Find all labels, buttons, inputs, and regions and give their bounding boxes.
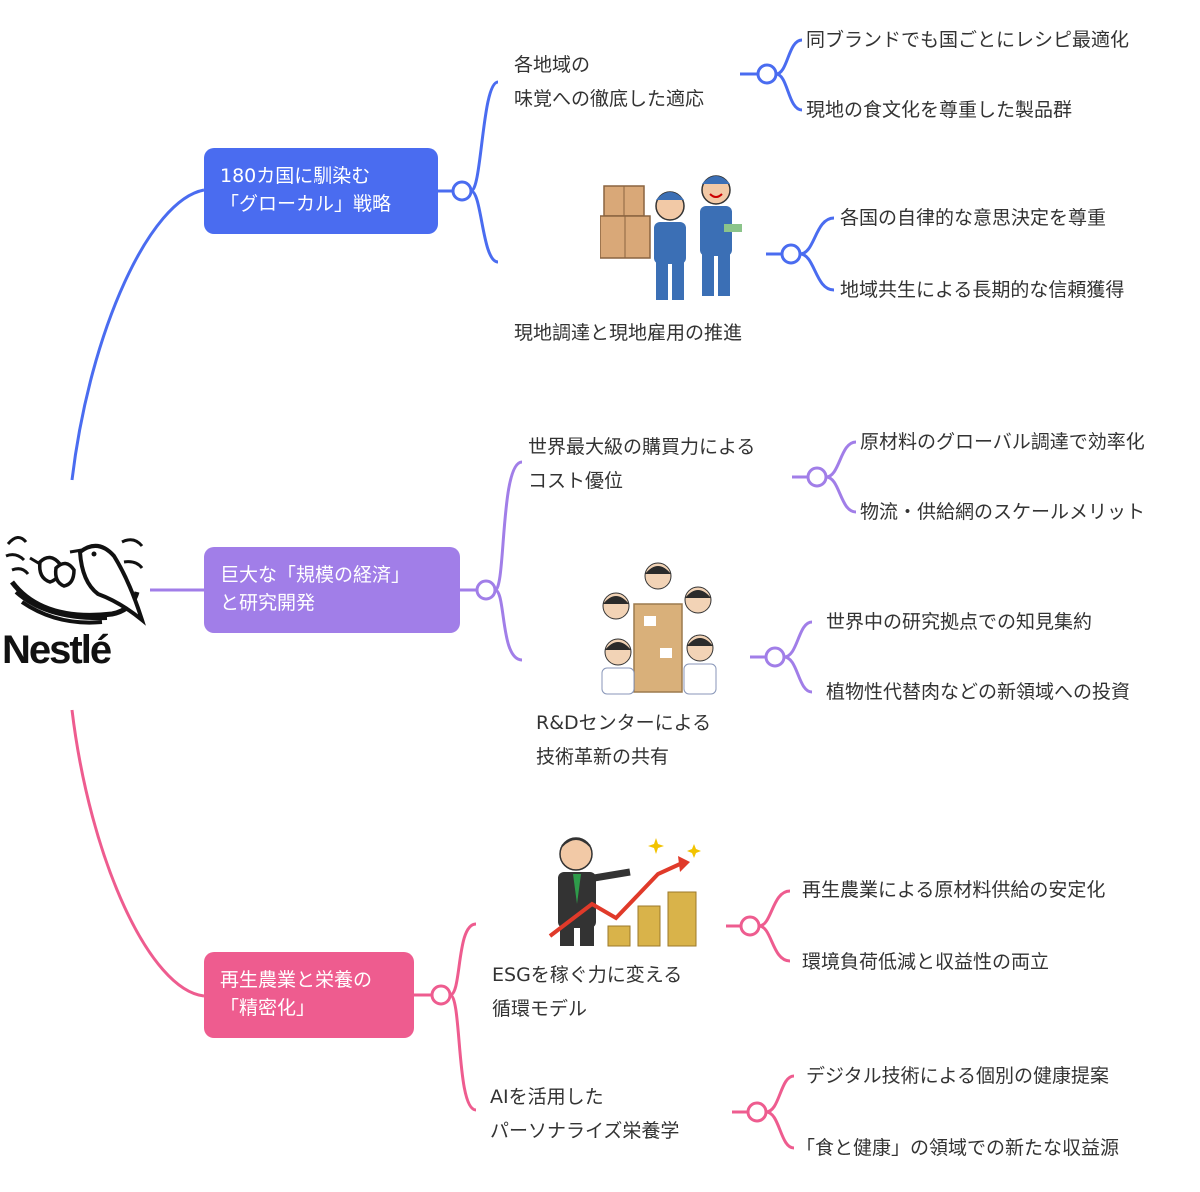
leaf-autonomous-decisions[interactable]: 各国の自律的な意思決定を尊重 bbox=[840, 207, 1107, 229]
leaf-personal-health[interactable]: デジタル技術による個別の健康提案 bbox=[806, 1065, 1110, 1087]
sub-taste-adaptation[interactable]: 各地域の 味覚への徹底した適応 bbox=[514, 54, 705, 110]
connector-root-pink bbox=[70, 709, 205, 998]
sub-ai-nutrition[interactable]: AIを活用した パーソナライズ栄養学 bbox=[490, 1086, 680, 1142]
leaf-stable-supply[interactable]: 再生農業による原材料供給の安定化 bbox=[802, 879, 1106, 901]
leaf-logistics-scale[interactable]: 物流・供給網のスケールメリット bbox=[860, 501, 1146, 523]
branch-regenerative-agriculture[interactable]: 再生農業と栄養の 「精密化」 bbox=[204, 952, 414, 1038]
sub-rd-centers[interactable]: R&Dセンターによる 技術革新の共有 bbox=[536, 712, 712, 768]
connector-root-blue bbox=[70, 188, 205, 481]
nest-birds-icon bbox=[5, 536, 146, 626]
nestle-wordmark: Nestlé bbox=[2, 628, 112, 672]
branch-economies-of-scale[interactable]: 巨大な「規模の経済」 と研究開発 bbox=[204, 547, 460, 633]
leaf-research-knowledge[interactable]: 世界中の研究拠点での知見集約 bbox=[826, 611, 1093, 633]
leaf-recipe-optimization[interactable]: 同ブランドでも国ごとにレシピ最適化 bbox=[806, 29, 1130, 51]
branch-node-circle-blue bbox=[451, 180, 473, 202]
meeting-table-illustration bbox=[601, 562, 717, 695]
workers-carrying-boxes-illustration bbox=[600, 175, 742, 300]
branch-glocal-strategy[interactable]: 180カ国に馴染む 「グローカル」戦略 bbox=[204, 148, 438, 234]
leaf-plant-based-investment[interactable]: 植物性代替肉などの新領域への投資 bbox=[826, 681, 1131, 703]
leaf-environment-profitability[interactable]: 環境負荷低減と収益性の両立 bbox=[802, 951, 1050, 973]
sub-esg-model[interactable]: ESGを稼ぐ力に変える 循環モデル bbox=[492, 964, 683, 1020]
leaf-new-revenue[interactable]: 「食と健康」の領域での新たな収益源 bbox=[796, 1137, 1120, 1159]
leaf-local-food-culture[interactable]: 現地の食文化を尊重した製品群 bbox=[806, 99, 1073, 121]
branch-node-circle-pink bbox=[430, 984, 452, 1006]
branch-node-circle-purple bbox=[475, 579, 497, 601]
businessman-growth-chart-illustration bbox=[548, 837, 701, 947]
sub-local-procurement[interactable]: 現地調達と現地雇用の推進 bbox=[514, 322, 743, 344]
leaf-global-sourcing[interactable]: 原材料のグローバル調達で効率化 bbox=[860, 431, 1145, 453]
leaf-long-term-trust[interactable]: 地域共生による長期的な信頼獲得 bbox=[840, 279, 1125, 301]
sub-purchasing-power[interactable]: 世界最大級の購買力による コスト優位 bbox=[528, 436, 756, 492]
